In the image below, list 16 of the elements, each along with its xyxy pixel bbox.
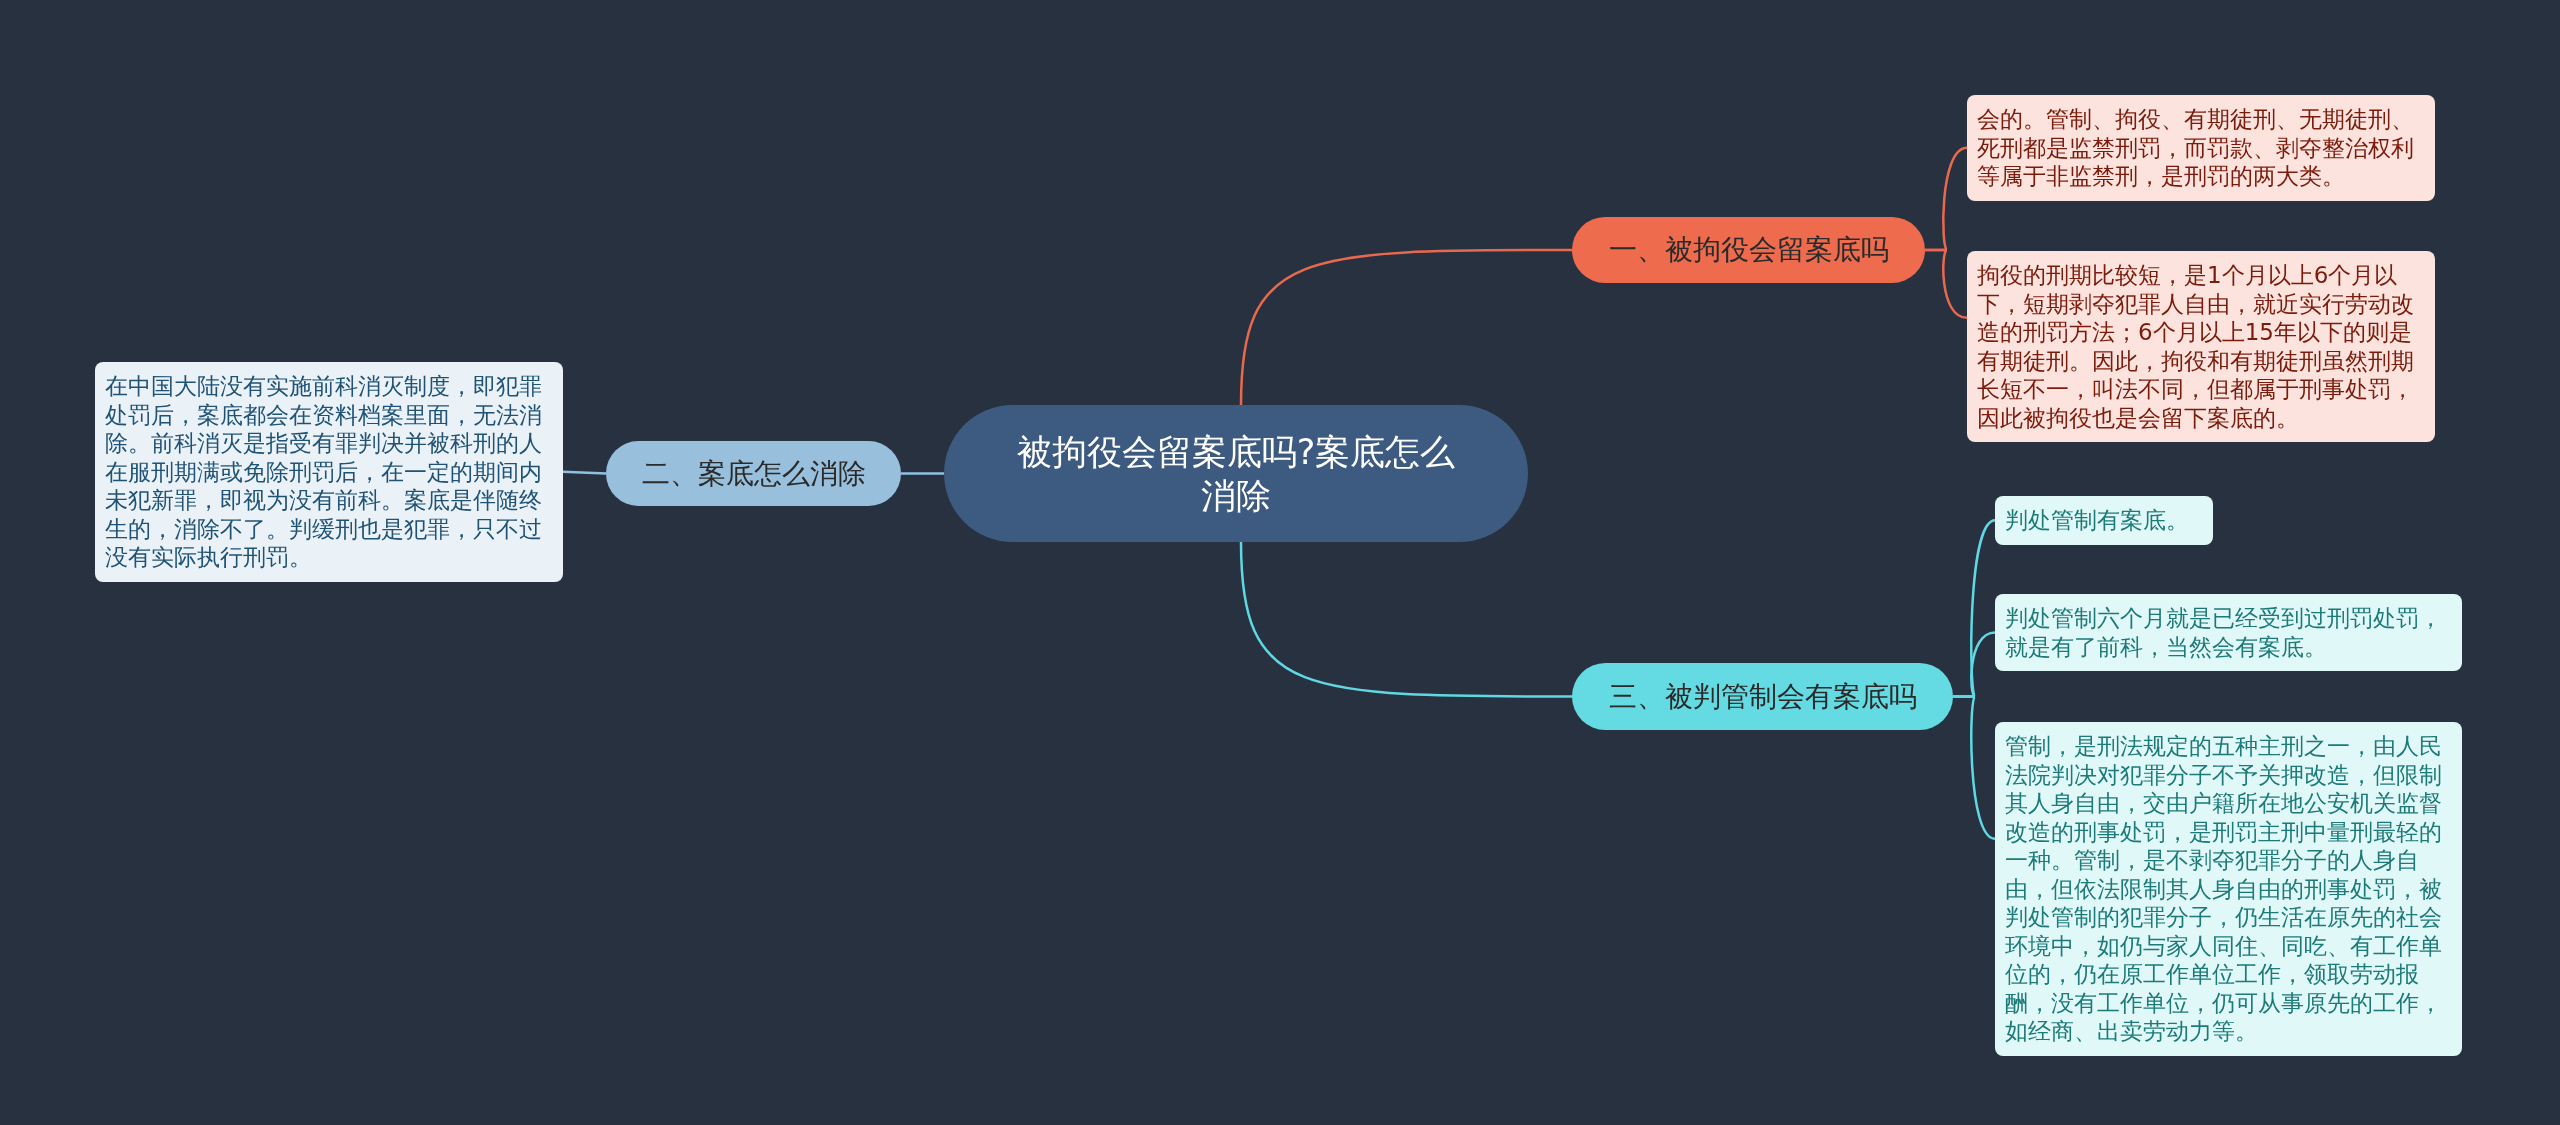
connector-line xyxy=(562,470,607,475)
note-card: 判处管制有案底。 xyxy=(1995,496,2213,545)
connector-line xyxy=(1239,248,1572,406)
note-card: 会的。管制、拘役、有期徒刑、无期徒刑、死刑都是监禁刑罚，而罚款、剥夺整治权利等属于非监禁刑，是刑罚的两大类。 xyxy=(1967,95,2435,201)
connector-line xyxy=(1925,248,1968,320)
connector-line xyxy=(1953,695,1996,840)
connector-line xyxy=(1239,541,1572,698)
branch-topic: 三、被判管制会有案底吗 xyxy=(1572,663,1953,730)
connector-line xyxy=(901,472,944,475)
note-card: 判处管制六个月就是已经受到过刑罚处罚，就是有了前科，当然会有案底。 xyxy=(1995,594,2462,671)
note-card: 拘役的刑期比较短，是1个月以上6个月以下，短期剥夺犯罪人自由，就近实行劳动改造的刑罚方法；6个月以上15年以下的则是有期徒刑。因此，拘役和有期徒刑虽然刑期长短不一，叫法不同，但都属于刑事处罚，因此被拘役也是会留下案底的。 xyxy=(1967,251,2435,442)
note-card: 管制，是刑法规定的五种主刑之一，由人民法院判决对犯罪分子不予关押改造，但限制其人身自由，交由户籍所在地公安机关监督改造的刑事处罚，是刑罚主刑中量刑最轻的一种。管制，是不剥夺犯罪分子的人身自由，但依法限制其人身自由的刑事处罚，被判处管制的犯罪分子，仍生活在原先的社会环境中，如仍与家人同住、同吃、有工作单位的，仍在原工作单位工作，领取劳动报酬，没有工作单位，仍可从事原先的工作，如经商、出卖劳动力等。 xyxy=(1995,722,2462,1056)
branch-topic: 一、被拘役会留案底吗 xyxy=(1572,217,1925,283)
note-card: 在中国大陆没有实施前科消灭制度，即犯罪处罚后，案底都会在资料档案里面，无法消除。前科消灭是指受有罪判决并被科刑的人在服刑期满或免除刑罚后，在一定的期间内未犯新罪，即视为没有前科。案底是伴随终生的，消除不了。判缓刑也是犯罪，只不过没有实际执行刑罚。 xyxy=(95,362,563,582)
central-topic: 被拘役会留案底吗?案底怎么消除 xyxy=(944,405,1528,542)
branch-topic: 二、案底怎么消除 xyxy=(606,441,901,506)
